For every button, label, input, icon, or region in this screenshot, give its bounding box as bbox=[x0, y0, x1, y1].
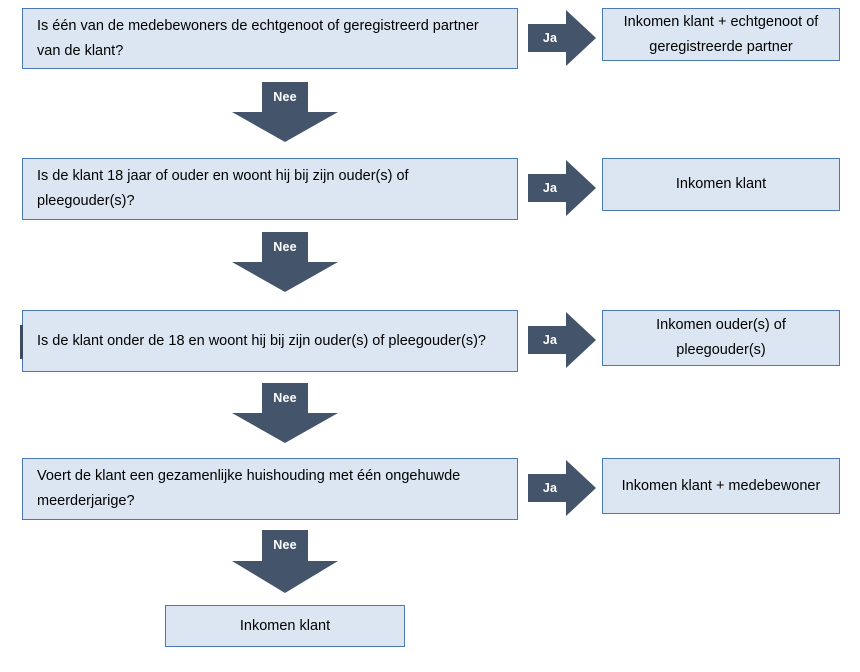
decision-box-1-text: Is één van de medebewoners de echtgenoot… bbox=[37, 17, 479, 59]
yes-arrow-4[interactable]: Ja bbox=[528, 460, 596, 516]
outcome-box-4[interactable]: Inkomen klant + medebewoner bbox=[602, 458, 840, 514]
outcome-box-1-text: Inkomen klant + echtgenoot of geregistre… bbox=[623, 13, 819, 55]
outcome-box-1[interactable]: Inkomen klant + echtgenoot of geregistre… bbox=[602, 8, 840, 61]
decision-box-2[interactable]: Is de klant 18 jaar of ouder en woont hi… bbox=[22, 158, 518, 220]
outcome-box-2[interactable]: Inkomen klant bbox=[602, 158, 840, 211]
outcome-box-3-text: Inkomen ouder(s) of pleegouder(s) bbox=[656, 317, 786, 358]
final-outcome-box-text: Inkomen klant bbox=[239, 617, 331, 634]
decision-box-2-text: Is de klant 18 jaar of ouder en woont hi… bbox=[37, 168, 409, 209]
no-arrow-3[interactable]: Nee bbox=[232, 383, 338, 443]
final-outcome-box[interactable]: Inkomen klant bbox=[165, 605, 405, 647]
decision-box-3[interactable]: Is de klant onder de 18 en woont hij bij… bbox=[22, 310, 518, 372]
decision-box-1[interactable]: Is één van de medebewoners de echtgenoot… bbox=[22, 8, 518, 69]
no-arrow-final[interactable]: Nee bbox=[232, 530, 338, 593]
no-arrow-2[interactable]: Nee bbox=[232, 232, 338, 292]
decision-box-3-text: Is de klant onder de 18 en woont hij bij… bbox=[37, 332, 486, 349]
decision-box-4-text: Voert de klant een gezamenlijke huishoud… bbox=[37, 468, 461, 509]
outcome-box-4-text: Inkomen klant + medebewoner bbox=[621, 477, 821, 494]
decision-box-4[interactable]: Voert de klant een gezamenlijke huishoud… bbox=[22, 458, 518, 520]
outcome-box-3[interactable]: Inkomen ouder(s) of pleegouder(s) bbox=[602, 310, 840, 366]
border-artifact-mark bbox=[20, 325, 23, 359]
yes-arrow-2[interactable]: Ja bbox=[528, 160, 596, 216]
yes-arrow-1[interactable]: Ja bbox=[528, 10, 596, 66]
no-arrow-1[interactable]: Nee bbox=[232, 82, 338, 142]
yes-arrow-3[interactable]: Ja bbox=[528, 312, 596, 368]
outcome-box-2-text: Inkomen klant bbox=[675, 176, 767, 193]
